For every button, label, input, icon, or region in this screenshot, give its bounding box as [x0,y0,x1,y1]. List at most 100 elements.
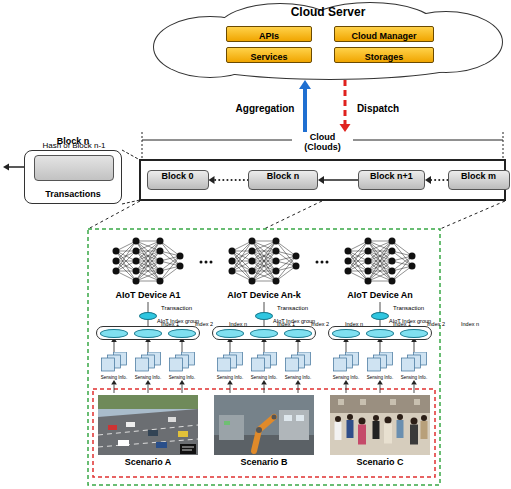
outgoing-arrow [3,164,24,171]
drawing-circle [200,261,203,264]
connector-line [414,342,415,352]
node-label: Sensing Info. [210,375,251,380]
edge-label: Dispatch [355,103,401,114]
connector-line [431,179,448,181]
service-box: Storages [334,47,434,63]
sensing-stack: Sensing Info. [166,352,199,380]
connector-line [414,385,415,394]
connector-line [380,385,381,394]
node-label: Sensing Info. [94,375,135,380]
drawing-ellipse [180,35,480,79]
arrow-head [145,380,151,385]
connector [209,176,249,184]
node-label: AIoT Device An-k [213,290,315,300]
connector [377,380,383,393]
drawing-circle [326,261,329,264]
drawing-circle [321,261,324,264]
connector [148,302,149,312]
arrow-head [227,380,233,385]
node-label: APIs [227,31,311,41]
connector-line [380,342,381,352]
dimension-line [142,132,503,160]
node-body-text: Transactions [25,189,121,199]
scenario-region [93,389,435,477]
scenario-photo: Scenario B [212,393,316,472]
arrow-head [343,380,349,385]
node-label: Sensing Info. [244,375,285,380]
index-oval: Index n [400,329,428,338]
drawing-circle [316,261,319,264]
blockchain-band: Cloud (Clouds)Block 0Block nBlock n+1Blo… [140,132,505,202]
arrow-head [411,380,417,385]
node-label: Index 1 [393,321,411,327]
node-label: Index 1 [277,321,295,327]
node-label: Transaction [393,305,424,312]
index-oval: Index 2 [366,329,394,338]
index-oval: Index 1 [332,329,360,338]
arrow-head [299,80,311,89]
transaction-oval: Transaction [255,312,273,320]
connector-line [264,342,265,352]
sensing-stack: Sensing Info. [330,352,363,380]
neural-network [229,238,300,285]
connector-line [298,342,299,352]
node-label: Index 2 [195,321,213,327]
node-label: Scenario C [328,457,432,467]
arrow-head [261,380,267,385]
index-group: AIoT Index groupIndex 1Index 2Index n [328,326,432,340]
node-label: Transaction [277,305,308,312]
block-box: Block 0 [147,170,209,190]
drawing-use [286,352,311,371]
sensing-stack: Sensing Info. [98,352,131,380]
connector [340,80,351,132]
cloud-server: Cloud ServerAPIsCloud ManagerServicesSto… [150,2,506,80]
node-label: Block 0 [150,171,206,181]
connector [145,380,151,393]
aiot-device: AIoT Device An-k [219,234,309,302]
connector [411,380,417,393]
drawing-circle [205,261,208,264]
connector-line [215,179,249,181]
connector [179,380,185,393]
index-oval: Index 2 [134,329,162,338]
drawing-path [88,201,505,229]
drawing-use [218,352,243,371]
zoom-lines [122,150,140,204]
node-label: Sensing Info. [128,375,169,380]
neural-network [113,238,184,285]
arrow-head [209,176,215,184]
node-label: Index n [461,321,479,327]
arrow-head [111,380,117,385]
node-label: Cloud Manager [335,31,433,41]
drawing-use [252,352,277,371]
connector [295,380,301,393]
node-label: Sensing Info. [394,375,435,380]
arrow-head [295,380,301,385]
node-label: Sensing Info. [278,375,319,380]
ellipsis-dots [200,261,329,264]
node-label: Hash of Block n-1 [35,141,113,150]
neural-network [345,238,416,285]
node-label: Storages [335,52,433,62]
drawing-path [122,150,140,204]
node-label: Sensing Info. [326,375,367,380]
connector-line [380,302,381,312]
drawing-polygon [3,164,9,171]
index-oval: Index n [284,329,312,338]
node-label: Scenario B [212,457,316,467]
connector [264,302,265,312]
drawing-use [102,352,127,371]
connector [111,380,117,393]
arrow-head [377,380,383,385]
connector-line [344,80,347,124]
block-detail-box: Block nTransactionsHash of Block n-1 [24,150,122,204]
block-box: Block n [248,170,318,190]
service-box: APIs [226,26,312,42]
connector-line [148,302,149,312]
sensing-stack: Sensing Info. [248,352,281,380]
scenario-photo: Scenario C [328,393,432,472]
node-label: AIoT Device A1 [97,290,199,300]
service-box: Services [226,47,312,63]
